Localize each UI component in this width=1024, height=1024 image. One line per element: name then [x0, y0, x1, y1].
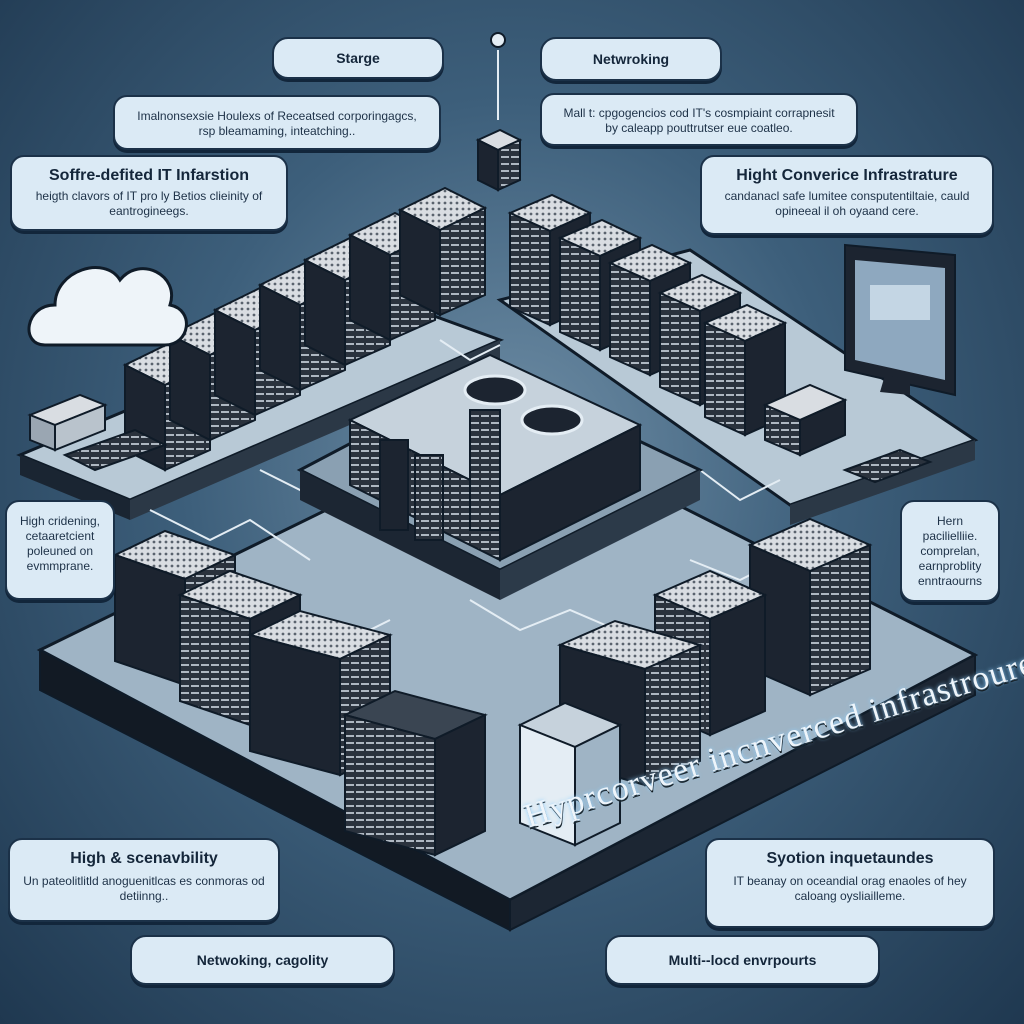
left-side-box: High cridening, cetaaretcient poleuned o…: [5, 500, 115, 600]
right-side-description: Hern pacilielliie. comprelan, earnprobli…: [917, 514, 983, 588]
server-cluster-lower-right: [517, 517, 873, 847]
software-defined-title: Soffre-defited IT Infarstion: [49, 167, 249, 184]
networking-agility-label: Netwoking, cagolity: [196, 952, 329, 968]
system-description: IT beanay on oceandial orag enaoles of h…: [733, 874, 967, 903]
system-title: Syotion inquetaundes: [766, 850, 934, 867]
right-side-box: Hern pacilielliie. comprelan, earnprobli…: [900, 500, 1000, 602]
networking-pill: Netwroking: [540, 37, 722, 81]
hyperconverged-title: Hight Converice Infrastrature: [736, 167, 958, 184]
server-rack-icon: [475, 32, 523, 192]
networking-agility-pill: Netwoking, cagolity: [130, 935, 395, 985]
device-box-right: [762, 383, 933, 484]
multi-cloud-pill: Multi--locd envrpourts: [605, 935, 880, 985]
device-box-left: [27, 393, 108, 452]
lower-platform: [36, 418, 979, 932]
storage-pill-label: Starge: [336, 50, 380, 66]
networking-description: Mall t: cpgogencios cod IT's cosmpiaint …: [563, 106, 835, 135]
software-defined-description: heigth clavors of IT pro ly Betios cliei…: [35, 189, 263, 218]
storage-description-box: Imalnonsexsie Houlexs of Receatsed corpo…: [113, 95, 441, 150]
storage-description: Imalnonsexsie Houlexs of Receatsed corpo…: [137, 109, 417, 138]
hyperconverged-box: Hight Converice Infrastrature candanacl …: [700, 155, 994, 235]
left-side-description: High cridening, cetaaretcient poleuned o…: [19, 514, 101, 573]
software-defined-box: Soffre-defited IT Infarstion heigth clav…: [10, 155, 288, 231]
hyperconverged-description: candanacl safe lumitee consputentiltaie,…: [724, 189, 970, 218]
server-cluster-lower-left: [112, 529, 488, 857]
scalability-title: High & scenavbility: [70, 850, 218, 867]
multi-cloud-label: Multi--locd envrpourts: [668, 952, 817, 968]
central-hub: [296, 353, 704, 600]
networking-pill-label: Netwroking: [592, 51, 670, 67]
cloud-icon: [27, 266, 188, 347]
system-box: Syotion inquetaundes IT beanay on oceand…: [705, 838, 995, 928]
server-row-upper-left: [122, 186, 488, 472]
scalability-description: Un pateolitlitld anoguenitlcas es conmor…: [23, 874, 265, 903]
scalability-box: High & scenavbility Un pateolitlitld ano…: [8, 838, 280, 922]
storage-pill: Starge: [272, 37, 444, 79]
networking-description-box: Mall t: cpgogencios cod IT's cosmpiaint …: [540, 93, 858, 146]
keyboard-icon: [62, 428, 168, 472]
server-row-upper-right: [507, 193, 788, 437]
desktop-monitor-icon: [844, 243, 956, 397]
